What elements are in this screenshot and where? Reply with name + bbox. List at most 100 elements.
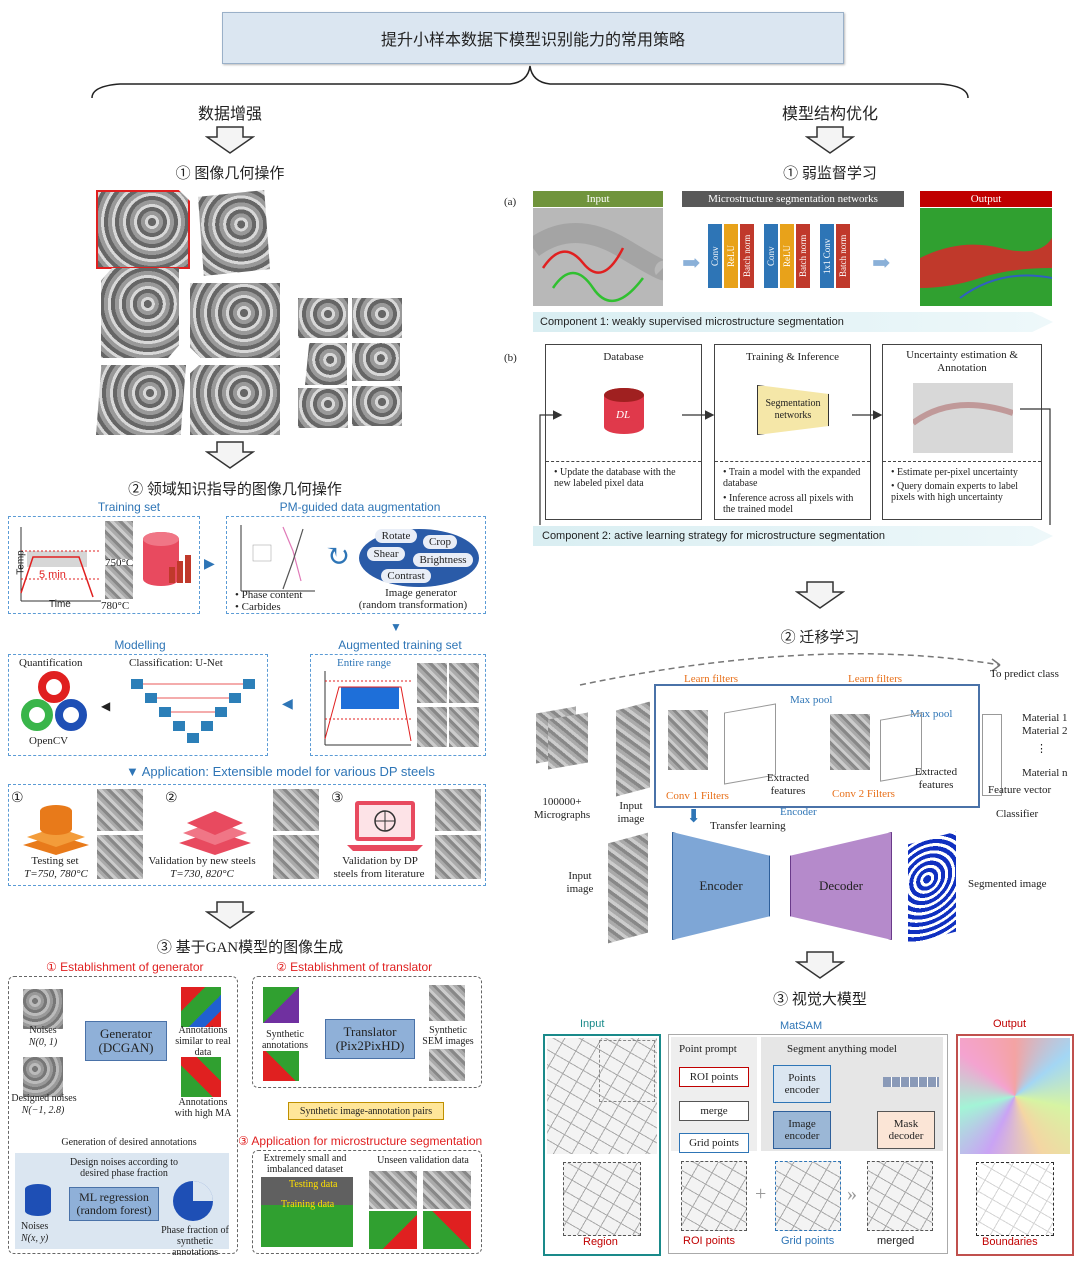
- augmented-panel: Entire range: [310, 654, 486, 756]
- database-chart-icon: [143, 532, 191, 586]
- ml-panel: Design noises according to desired phase…: [15, 1153, 229, 1258]
- sam-input-panel: Region: [543, 1034, 661, 1256]
- database-stack-icon: [23, 805, 89, 855]
- sem-750: [105, 521, 133, 559]
- mat1-label: Material 1: [1022, 712, 1068, 724]
- b1-text: • Update the database with the new label…: [554, 467, 676, 489]
- extremely-small-label: Extremely small and imbalanced dataset: [263, 1153, 347, 1175]
- validation-dp-label: Validation by DP: [342, 855, 418, 867]
- entire-range-label: Entire range: [337, 657, 392, 669]
- conv2-filters: [830, 714, 870, 770]
- input-image-label: Input image: [617, 800, 645, 825]
- training-set-label: Training set: [97, 500, 161, 514]
- input-image2: [608, 832, 648, 944]
- application-panel: ① Testing set T=750, 780°C ② Validation …: [8, 784, 486, 886]
- extracted2-label: Extracted features: [914, 766, 958, 791]
- arrow-down-blue-icon: ⬇: [686, 806, 702, 826]
- output-header: Output: [920, 191, 1052, 207]
- quantification-label: Quantification: [19, 657, 83, 669]
- range-chart: [324, 671, 412, 746]
- t750-label: 750°C: [105, 557, 134, 569]
- unseen-1: [369, 1171, 417, 1209]
- noise-1: [23, 989, 63, 1029]
- sam-output-label: Output: [993, 1018, 1027, 1030]
- translator-panel: Synthetic annotations Translator(Pix2Pix…: [252, 976, 482, 1088]
- app-seg-panel: Extremely small and imbalanced dataset T…: [252, 1150, 482, 1254]
- uncert-title: Uncertainty estimation & Annotation: [906, 349, 1018, 374]
- grid-points2-label: Grid points: [781, 1235, 835, 1247]
- ann-similar-label: Annotations similar to real data: [175, 1025, 231, 1058]
- num-3: ③: [331, 789, 344, 805]
- micrograph-rotate: [198, 190, 270, 276]
- num-1: ①: [11, 789, 24, 805]
- divider: [546, 461, 701, 462]
- right-s3-title: ③ 视觉大模型: [773, 992, 867, 1008]
- heat-treatment-chart: [20, 527, 101, 602]
- right-s2-title: ② 迁移学习: [780, 630, 860, 646]
- sam-output-panel: Boundaries: [956, 1034, 1074, 1256]
- brace: [91, 65, 969, 99]
- main-title-text: 提升小样本数据下模型识别能力的常用策略: [380, 32, 685, 49]
- micrograph-h: [352, 386, 402, 426]
- uncert-panel: Uncertainty estimation & Annotation • Es…: [882, 344, 1042, 520]
- mask-decoder-box: Mask decoder: [877, 1111, 935, 1149]
- opencv-label: OpenCV: [29, 735, 69, 747]
- output-image: [920, 208, 1053, 306]
- database-icon: [25, 1184, 51, 1216]
- translator-box: Translator(Pix2PixHD): [325, 1019, 415, 1059]
- noises2-label: Noises: [21, 1221, 49, 1232]
- learn1-label: Learn filters: [684, 673, 739, 685]
- left-s2-title: ② 领域知识指导的图像几何操作: [128, 482, 342, 498]
- encoder-frame: [654, 684, 980, 808]
- label-a: (a): [504, 196, 517, 208]
- layer-conv2: Conv: [764, 224, 778, 288]
- region-label: Region: [583, 1236, 618, 1248]
- b3a-text: • Estimate per-pixel uncertainty: [891, 467, 1018, 478]
- maxpool1-label: Max pool: [790, 694, 833, 706]
- app-sem-2: [97, 835, 143, 879]
- right-heading: 模型结构优化: [781, 106, 878, 123]
- comp2-label: Component 2: active learning strategy fo…: [542, 530, 885, 542]
- designed-noises-label: Designed noises: [11, 1093, 77, 1104]
- nxy-label: N(x, y): [21, 1233, 49, 1244]
- segmented-image: [908, 831, 956, 945]
- app-sem-5: [435, 789, 481, 831]
- ml-regression-box: ML regression(random forest): [69, 1187, 159, 1221]
- input-header: Input: [533, 191, 663, 207]
- testing-T: T=750, 780°C: [24, 868, 88, 880]
- temp-axis: Temp: [15, 550, 27, 575]
- micrograph-a: [96, 365, 186, 435]
- matn-label: Material n: [1022, 767, 1068, 779]
- aug-sem-4: [449, 707, 479, 747]
- aug-sem-1: [417, 663, 447, 703]
- pie-icon: [173, 1181, 213, 1221]
- feature-vec-label: Feature vector: [988, 784, 1052, 796]
- layer-bn2: Batch norm: [796, 224, 810, 288]
- sam-model-label: Segment anything model: [787, 1043, 897, 1055]
- input-image: [527, 208, 675, 306]
- annotation-high: [181, 1057, 221, 1097]
- application-label: ▼ Application: Extensible model for vari…: [126, 764, 435, 779]
- msn-header: Microstructure segmentation networks: [682, 191, 904, 207]
- down-arrow-icon: [205, 901, 255, 929]
- arrow-left-blue-icon: ◀: [282, 697, 293, 712]
- testing-data-label: Testing data: [289, 1179, 338, 1190]
- classifier-label: Classifier: [996, 808, 1039, 820]
- modelling-panel: Quantification OpenCV ◀ Classification: …: [8, 654, 268, 756]
- comp2-banner: [533, 526, 1053, 546]
- tl-lines: [579, 653, 1001, 686]
- num-2: ②: [165, 789, 178, 805]
- t780-label: 780°C: [101, 600, 130, 612]
- op-brightness: Brightness: [413, 553, 473, 567]
- pm-guided-panel: • Phase content • Carbides ↻ Rotate Crop…: [226, 516, 486, 614]
- point-prompt-bg: [671, 1037, 757, 1151]
- down-arrow-icon: [795, 951, 845, 979]
- augmented-label: Augmented training set: [338, 638, 462, 652]
- layer-bn3: Batch norm: [836, 224, 850, 288]
- micrograph-d: [352, 298, 402, 338]
- input-image-tl: [616, 701, 650, 797]
- annotation-similar: [181, 987, 221, 1027]
- roi-points2-label: ROI points: [683, 1235, 735, 1247]
- label-b: (b): [504, 352, 517, 364]
- micrograph-f: [352, 343, 400, 381]
